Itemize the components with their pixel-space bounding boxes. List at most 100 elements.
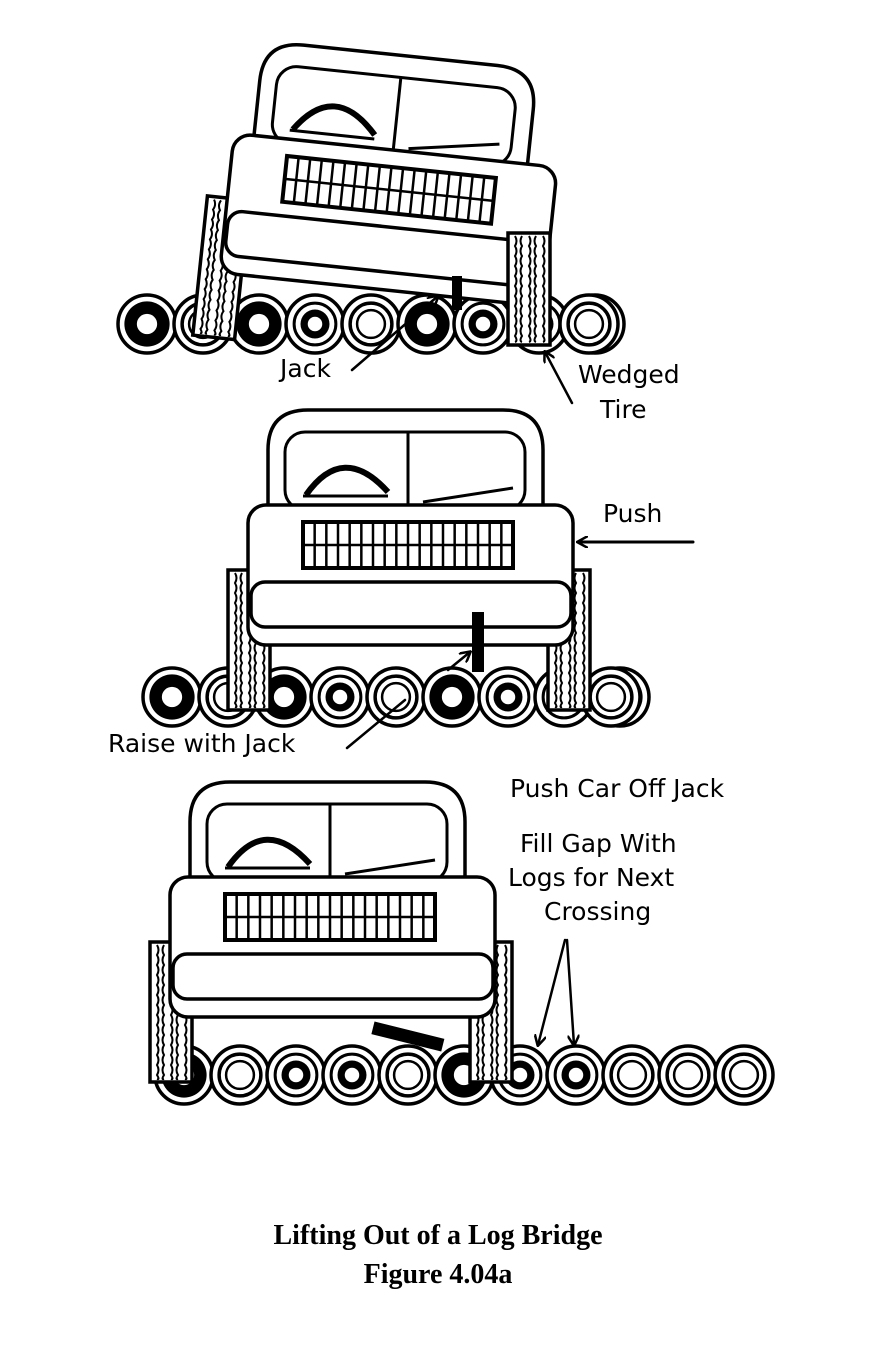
log-mid-ring — [665, 1052, 711, 1098]
log-inner-ring — [380, 681, 412, 713]
log-core — [568, 1067, 584, 1083]
grille-slat — [455, 174, 463, 221]
log-end — [657, 1044, 719, 1106]
log-inner-ring — [672, 1059, 704, 1091]
log-mid-ring — [373, 674, 419, 720]
fill-gap-arrow-left — [538, 938, 567, 1045]
panel-1: Jack Wedged Tire — [116, 42, 680, 424]
log-end — [340, 293, 402, 355]
tire-tread-line — [519, 235, 524, 343]
log-mid-ring — [385, 1052, 431, 1098]
log-core — [248, 313, 270, 335]
wedged-tire-pointer-line — [545, 352, 574, 405]
log-end — [284, 293, 346, 355]
log-inner-ring — [616, 1059, 648, 1091]
log-core — [288, 1067, 304, 1083]
tire-tread-line — [541, 235, 546, 343]
log-core — [512, 1067, 528, 1083]
log-inner-ring — [392, 1059, 424, 1091]
log-mid-ring — [292, 301, 338, 347]
log-end — [365, 666, 427, 728]
bumper — [249, 580, 573, 629]
log-core — [441, 686, 463, 708]
log-core — [161, 686, 183, 708]
tire-tread-line — [513, 235, 518, 343]
grille-slat — [327, 160, 335, 207]
log-end — [209, 1044, 271, 1106]
log-core — [475, 316, 491, 332]
wedged-label-line1: Wedged — [578, 360, 680, 389]
log-inner-ring — [728, 1059, 760, 1091]
log-inner-ring — [595, 681, 627, 713]
grille-slat — [478, 176, 486, 223]
log-mid-ring — [566, 301, 612, 347]
log-mid-ring — [329, 1052, 375, 1098]
log-mid-ring — [317, 674, 363, 720]
wiper-arc — [303, 464, 391, 497]
log-row-3 — [153, 1044, 775, 1106]
wedged-label-line2: Tire — [599, 395, 647, 424]
wiper-blade-right — [422, 486, 514, 504]
grille-slat — [373, 165, 382, 212]
wiper-arc — [290, 103, 378, 137]
grille-slat — [338, 161, 347, 208]
jack-label: Jack — [278, 354, 331, 383]
tire-tread-line — [527, 235, 532, 343]
log-core — [344, 1067, 360, 1083]
grille-slat — [385, 166, 393, 213]
log-core — [332, 689, 348, 705]
windshield — [205, 802, 449, 884]
windshield — [283, 430, 527, 512]
jack-post — [452, 276, 462, 310]
tire-tread-line — [204, 199, 222, 335]
grille-slat — [304, 158, 312, 205]
tire-tread-line — [155, 944, 160, 1081]
panel-3: Push Car Off Jack Fill Gap With Logs for… — [148, 774, 775, 1106]
log-core — [500, 689, 516, 705]
log-end — [601, 1044, 663, 1106]
wiper-blade-left — [289, 128, 375, 141]
grille-slat — [362, 164, 370, 211]
raise-with-jack-label: Raise with Jack — [108, 729, 296, 758]
log-end — [452, 293, 514, 355]
grille-slat — [420, 170, 428, 217]
fill-gap-label-line3: Crossing — [544, 897, 651, 926]
log-end — [141, 666, 203, 728]
grille-slat — [408, 169, 416, 216]
log-end — [396, 293, 458, 355]
log-core — [416, 313, 438, 335]
wedged-tire — [506, 231, 552, 347]
push-car-off-jack-label: Push Car Off Jack — [510, 774, 725, 803]
log-end — [377, 1044, 439, 1106]
tire-tread-line — [581, 572, 586, 709]
log-mid-ring — [273, 1052, 319, 1098]
log-end — [421, 666, 483, 728]
figure-title: Lifting Out of a Log Bridge — [273, 1220, 602, 1251]
log-mid-ring — [485, 674, 531, 720]
grille-slat — [431, 171, 440, 218]
grille-slat — [350, 163, 358, 210]
tire-tread-line — [233, 572, 238, 709]
tire-tread-line — [503, 944, 508, 1081]
grille-slat — [292, 157, 300, 204]
fallen-jack — [371, 1021, 445, 1052]
grille-slat — [466, 175, 474, 222]
tire-tread-line — [161, 944, 166, 1081]
log-inner-ring — [355, 308, 387, 340]
tire-tread-line — [573, 572, 578, 709]
grille-slat — [315, 159, 324, 206]
log-mid-ring — [553, 1052, 599, 1098]
log-core — [273, 686, 295, 708]
log-end — [321, 1044, 383, 1106]
panel-2: Raise with Jack Push — [108, 408, 695, 758]
figure-number: Figure 4.04a — [364, 1259, 513, 1290]
log-end — [265, 1044, 327, 1106]
car-3 — [148, 780, 514, 1084]
log-mid-ring — [217, 1052, 263, 1098]
jack-arrow-line — [446, 652, 470, 672]
tire-tread-line — [533, 235, 538, 343]
windshield-divider — [391, 77, 403, 156]
log-end — [477, 666, 539, 728]
log-end — [713, 1044, 775, 1106]
